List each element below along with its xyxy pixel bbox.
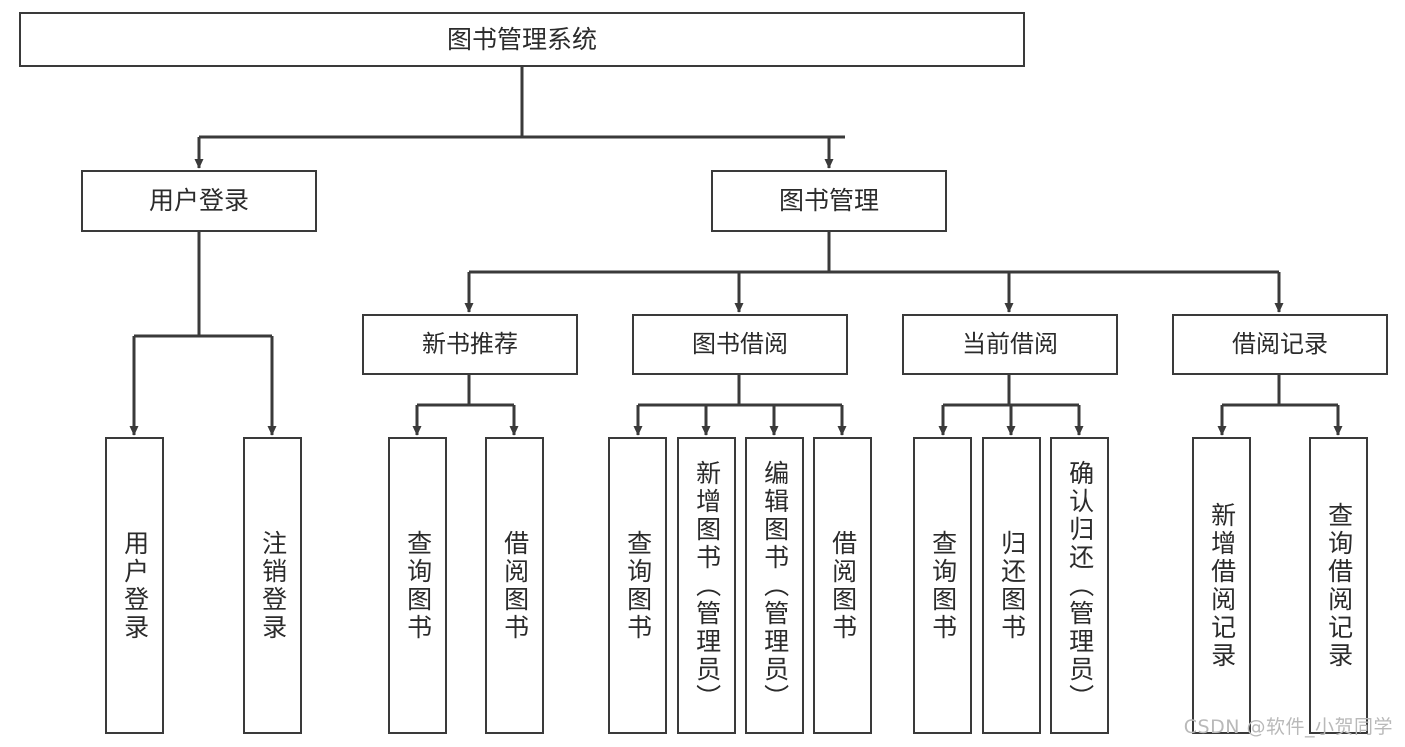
node-current-borrow[interactable]: 当前借阅 — [902, 314, 1118, 375]
leaf-user-login[interactable]: 用户登录 — [105, 437, 164, 734]
leaf-add-book-label: 新增图书（管理员） — [692, 459, 722, 712]
leaf-logout[interactable]: 注销登录 — [243, 437, 302, 734]
leaf-return-book[interactable]: 归还图书 — [982, 437, 1041, 734]
leaf-edit-book[interactable]: 编辑图书（管理员） — [745, 437, 804, 734]
node-new-book-recommend-label: 新书推荐 — [422, 330, 518, 359]
leaf-query-book-recommend-label: 查询图书 — [403, 529, 433, 642]
leaf-logout-label: 注销登录 — [258, 529, 288, 642]
leaf-add-borrow-record[interactable]: 新增借阅记录 — [1192, 437, 1251, 734]
node-user-login-label: 用户登录 — [148, 186, 249, 216]
leaf-user-login-label: 用户登录 — [120, 529, 150, 642]
node-borrow-record[interactable]: 借阅记录 — [1172, 314, 1388, 375]
node-root-label: 图书管理系统 — [446, 24, 597, 54]
node-user-login[interactable]: 用户登录 — [81, 170, 317, 232]
node-new-book-recommend[interactable]: 新书推荐 — [362, 314, 578, 375]
leaf-query-book-recommend[interactable]: 查询图书 — [388, 437, 447, 734]
leaf-borrow-book-label: 借阅图书 — [828, 529, 858, 642]
leaf-add-borrow-record-label: 新增借阅记录 — [1207, 501, 1237, 670]
leaf-return-book-label: 归还图书 — [997, 529, 1027, 642]
leaf-borrow-book[interactable]: 借阅图书 — [813, 437, 872, 734]
node-root[interactable]: 图书管理系统 — [19, 12, 1025, 67]
node-book-borrow[interactable]: 图书借阅 — [632, 314, 848, 375]
node-book-management[interactable]: 图书管理 — [711, 170, 947, 232]
leaf-query-book-borrow-label: 查询图书 — [623, 529, 653, 642]
leaf-query-book-current-label: 查询图书 — [928, 529, 958, 642]
leaf-borrow-book-recommend-label: 借阅图书 — [500, 529, 530, 642]
node-book-borrow-label: 图书借阅 — [692, 330, 788, 359]
watermark: CSDN @软件_小贺同学 — [1183, 716, 1393, 738]
leaf-edit-book-label: 编辑图书（管理员） — [760, 459, 790, 712]
leaf-confirm-return[interactable]: 确认归还（管理员） — [1050, 437, 1109, 734]
leaf-add-book[interactable]: 新增图书（管理员） — [677, 437, 736, 734]
node-borrow-record-label: 借阅记录 — [1232, 330, 1328, 359]
node-current-borrow-label: 当前借阅 — [962, 330, 1058, 359]
leaf-query-borrow-record[interactable]: 查询借阅记录 — [1309, 437, 1368, 734]
node-book-management-label: 图书管理 — [778, 186, 879, 216]
leaf-query-book-borrow[interactable]: 查询图书 — [608, 437, 667, 734]
leaf-query-book-current[interactable]: 查询图书 — [913, 437, 972, 734]
leaf-query-borrow-record-label: 查询借阅记录 — [1324, 501, 1354, 670]
leaf-confirm-return-label: 确认归还（管理员） — [1065, 459, 1095, 712]
leaf-borrow-book-recommend[interactable]: 借阅图书 — [485, 437, 544, 734]
